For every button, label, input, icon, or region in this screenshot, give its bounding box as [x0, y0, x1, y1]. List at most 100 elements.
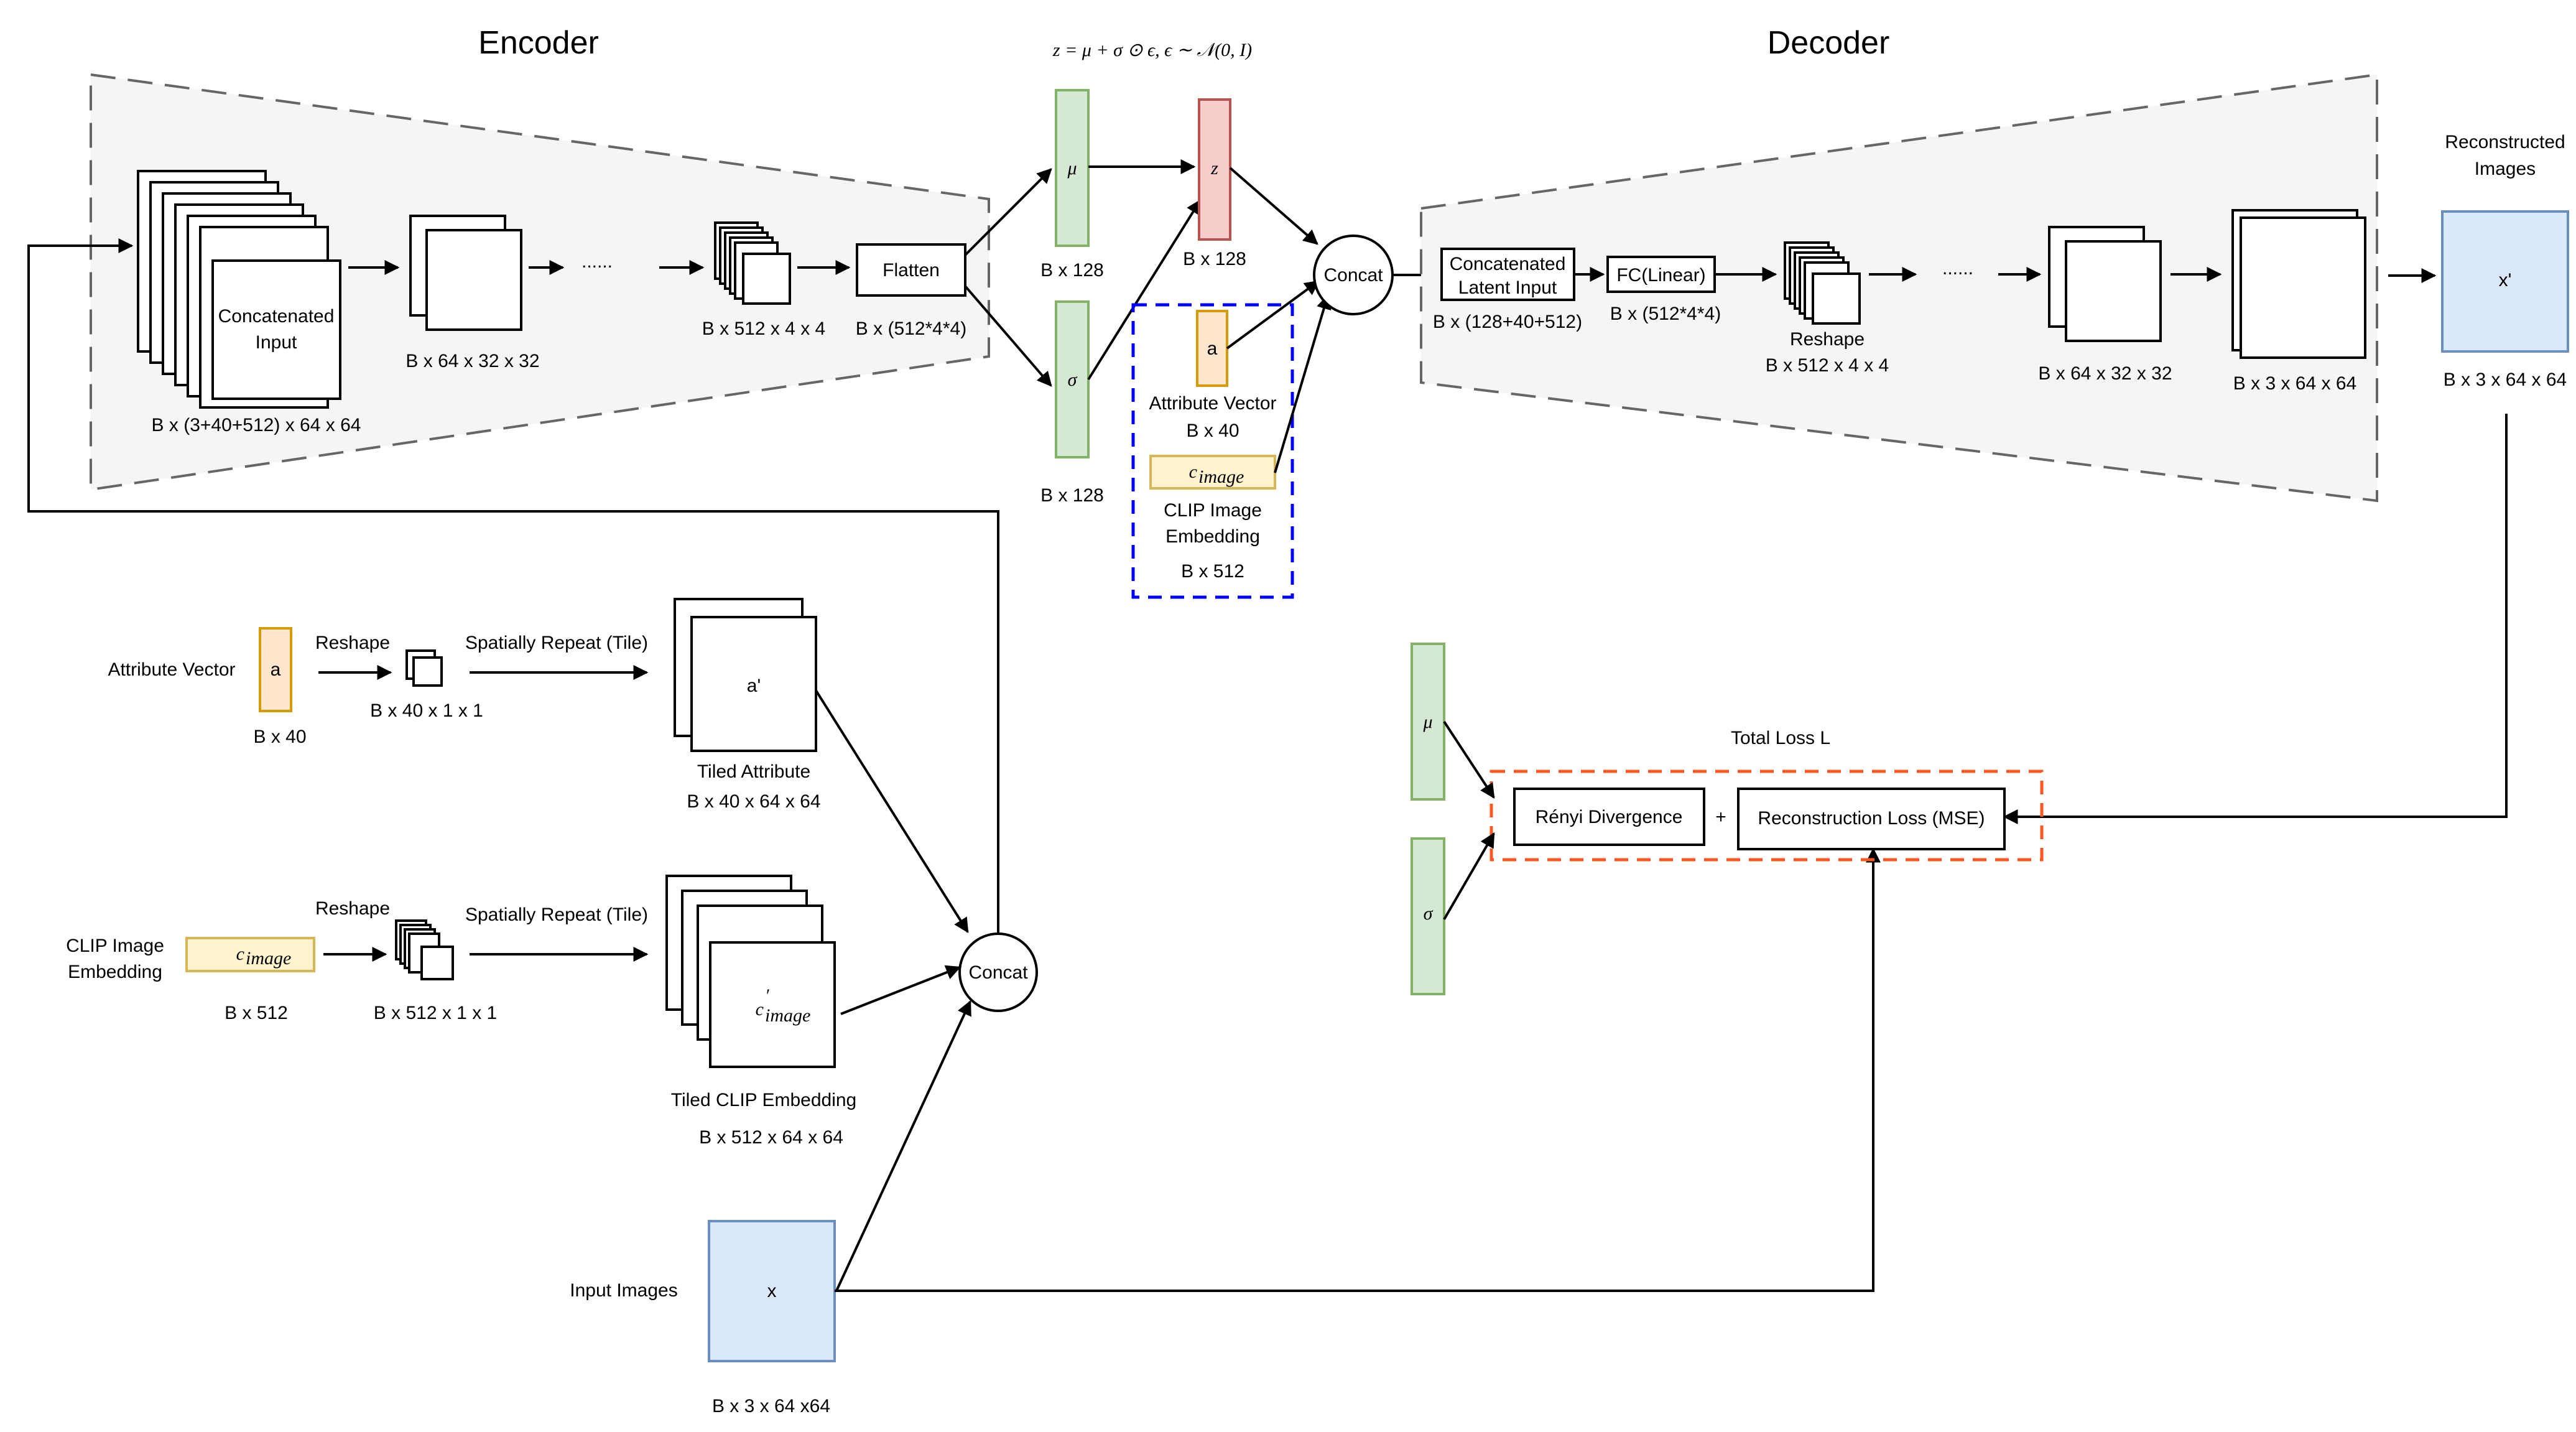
decoder-title: Decoder: [1768, 25, 1890, 61]
clip-label: c: [1189, 462, 1197, 482]
sigma-label: σ: [1068, 370, 1078, 390]
recon-loss-label: Reconstruction Loss (MSE): [1758, 808, 1985, 829]
preprocess-block: Attribute Vector a B x 40 Reshape B x 40…: [27, 238, 1881, 1416]
z-label: z: [1210, 158, 1218, 179]
pre-attr-vector: [259, 627, 292, 712]
conditioning-dashed-box: [1131, 303, 1294, 599]
tiled-attr-label: a': [747, 676, 761, 696]
flatten-box: [856, 243, 966, 297]
pre-clip-shape: B x 512: [225, 1003, 288, 1023]
tiled-clip-name: Tiled CLIP Embedding: [671, 1090, 857, 1110]
concat-latent-label-1: Concatenated: [1450, 254, 1566, 274]
loss-mu-label: μ: [1422, 712, 1432, 732]
pre-reshape2-shape: B x 512 x 1 x 1: [374, 1003, 497, 1023]
pre-attr-label: a: [271, 659, 281, 680]
pre-reshape1-shape: B x 40 x 1 x 1: [370, 700, 483, 721]
pre-tile1-label: Spatially Repeat (Tile): [465, 633, 648, 653]
pre-attr-name: Attribute Vector: [108, 659, 235, 680]
pre-reshape2-stack: [395, 919, 454, 980]
input-images-name: Input Images: [570, 1280, 677, 1301]
conv-last-shape: B x 512 x 4 x 4: [702, 318, 825, 339]
renyi-box: [1513, 788, 1705, 846]
attr-label: a: [1207, 338, 1218, 359]
sigma-shape: B x 128: [1040, 485, 1104, 506]
input-image-label: x: [767, 1281, 777, 1301]
flatten-shape: B x (512*4*4): [856, 318, 966, 339]
recon-title-2: Images: [2475, 159, 2536, 179]
conv1-feature-map: [409, 215, 522, 331]
reshape-label: Reshape: [1790, 329, 1865, 350]
mu-shape: B x 128: [1040, 260, 1104, 281]
pre-clip-label: c: [236, 944, 244, 964]
tiled-attr-name: Tiled Attribute: [697, 761, 810, 782]
tiled-attr-shape: B x 40 x 64 x 64: [687, 791, 820, 812]
concat-latent-box: [1440, 248, 1575, 301]
clip-sub: image: [1198, 467, 1244, 487]
reparam-formula: z = μ + σ ⊙ ϵ, ϵ ∼ 𝒩(0, I): [1052, 40, 1252, 60]
pre-attr-shape: B x 40: [253, 727, 306, 747]
conv-last-stack: [714, 221, 791, 305]
attr-name: Attribute Vector: [1149, 393, 1276, 414]
total-loss-dashed-box: [1490, 769, 2044, 862]
pre-reshape1-cube: [405, 649, 443, 687]
encoder-block: Encoder Concatenated Input B x (3+40+512…: [90, 25, 990, 491]
clip-name-2: Embedding: [1165, 526, 1260, 547]
decoder-trapezoid: [1420, 73, 2378, 503]
input-image: [708, 1220, 836, 1362]
deconv-last-shape: B x 3 x 64 x 64: [2233, 373, 2356, 394]
total-loss-title: Total Loss L: [1731, 728, 1830, 748]
pre-tile2-label: Spatially Repeat (Tile): [465, 904, 648, 925]
flatten-label: Flatten: [883, 260, 940, 281]
sigma-vector: [1055, 300, 1090, 458]
loss-sigma-label: σ: [1424, 903, 1434, 924]
concat-input-stack: [137, 170, 341, 409]
clip-shape: B x 512: [1181, 561, 1244, 582]
decoder-block: Decoder Concatenated Latent Input B x (1…: [1420, 25, 2569, 824]
latent-concat-node: [1313, 235, 1394, 315]
reshape-shape: B x 512 x 4 x 4: [1766, 355, 1889, 376]
latent-block: z = μ + σ ⊙ ϵ, ϵ ∼ 𝒩(0, I) μ B x 128 σ B…: [964, 40, 1439, 599]
encoder-title: Encoder: [478, 25, 599, 61]
clip-name-1: CLIP Image: [1164, 500, 1262, 521]
tiled-attr-stack: [674, 598, 817, 752]
tiled-clip-sub: image: [765, 1005, 810, 1026]
input-image-shape: B x 3 x 64 x64: [712, 1396, 830, 1416]
conv1-shape: B x 64 x 32 x 32: [405, 351, 539, 371]
clip-vector: [1149, 455, 1276, 490]
recon-image-label: x': [2499, 270, 2512, 291]
tiled-clip-label: c: [756, 999, 764, 1020]
recon-image: [2441, 210, 2569, 353]
concat-input-label-1: Concatenated: [218, 306, 335, 327]
concat-input-shape: B x (3+40+512) x 64 x 64: [152, 415, 361, 435]
deconv1-feature-map: [2048, 226, 2162, 342]
mu-label: μ: [1067, 158, 1077, 179]
loss-plus: +: [1715, 807, 1726, 827]
pre-clip-vector: [185, 937, 315, 972]
tiled-clip-shape: B x 512 x 64 x 64: [699, 1127, 843, 1148]
concat-latent-label-2: Latent Input: [1458, 277, 1557, 298]
z-shape: B x 128: [1183, 249, 1246, 269]
renyi-label: Rényi Divergence: [1536, 807, 1683, 827]
deconv1-shape: B x 64 x 32 x 32: [2038, 363, 2172, 384]
tiled-clip-stack: [665, 875, 836, 1068]
pre-clip-name-2: Embedding: [68, 962, 162, 982]
decoder-dots: ......: [1942, 258, 1973, 279]
attr-shape: B x 40: [1186, 421, 1239, 441]
concat-latent-shape: B x (128+40+512): [1433, 312, 1582, 332]
fc-label: FC(Linear): [1616, 265, 1705, 286]
reshape-stack: [1784, 241, 1861, 325]
recon-loss-box: [1737, 788, 2006, 850]
pre-reshape2-label: Reshape: [315, 898, 390, 919]
loss-sigma-vector: [1411, 837, 1445, 995]
pre-clip-name-1: CLIP Image: [66, 936, 164, 956]
fc-shape: B x (512*4*4): [1610, 304, 1721, 324]
concat-input-label-2: Input: [256, 332, 297, 353]
loss-block: μ σ Total Loss L Rényi Divergence + Reco…: [1411, 643, 2044, 995]
pre-clip-sub: image: [246, 948, 291, 969]
pre-concat-label: Concat: [968, 962, 1028, 983]
attr-vector: [1196, 310, 1228, 387]
latent-concat-label: Concat: [1323, 265, 1383, 286]
tiled-clip-sup: ′: [765, 985, 769, 1006]
deconv-last-feature-map: [2231, 209, 2366, 359]
